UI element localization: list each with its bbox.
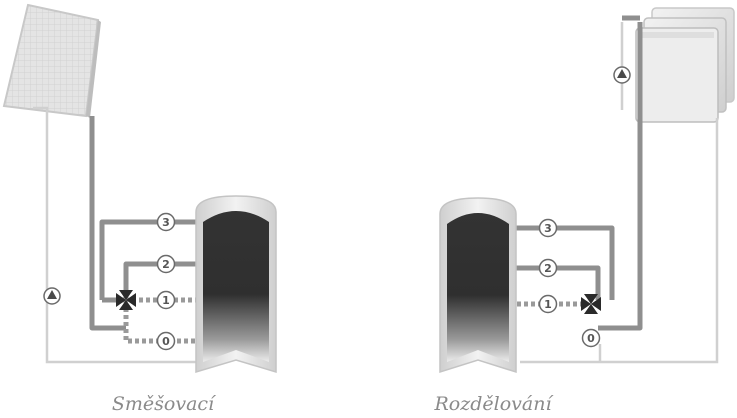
port-3-left: 3	[156, 212, 176, 232]
pump-icon	[43, 287, 61, 305]
supply-pipes-left	[89, 116, 208, 331]
port-0-left-label: 0	[162, 335, 170, 348]
port-0-right-label: 0	[587, 332, 595, 345]
port-2-left-label: 2	[162, 258, 170, 271]
port-3-right: 3	[538, 218, 558, 238]
port-0-left: 0	[156, 331, 176, 351]
port-1-left: 1	[156, 290, 176, 310]
port-2-left: 2	[156, 254, 176, 274]
port-2-right-label: 2	[544, 262, 552, 275]
port-2-right: 2	[538, 258, 558, 278]
port-1-right-label: 1	[544, 298, 552, 311]
diverting-caption: Rozdělování	[433, 393, 554, 415]
pump-icon-right	[613, 66, 631, 84]
mixing-valve-icon	[116, 290, 136, 310]
solar-collector	[2, 3, 101, 118]
storage-tank-right	[439, 197, 517, 374]
return-pipe-left	[33, 106, 200, 364]
port-0-right: 0	[581, 328, 601, 348]
return-pipe-right	[520, 118, 719, 364]
port-1-right: 1	[538, 294, 558, 314]
supply-pipes-right	[510, 15, 643, 331]
diverting-diagram: 3 2 1 0 Rozdělování	[433, 7, 735, 415]
radiator	[635, 7, 735, 123]
port-3-left-label: 3	[162, 216, 170, 229]
port-1-left-label: 1	[162, 294, 170, 307]
port-3-right-label: 3	[544, 222, 552, 235]
diverting-valve-icon	[581, 294, 601, 314]
mixing-diagram: 3 2 1 0 Směšovací	[2, 3, 277, 415]
mixing-caption: Směšovací	[112, 393, 217, 415]
storage-tank-left	[195, 195, 277, 374]
